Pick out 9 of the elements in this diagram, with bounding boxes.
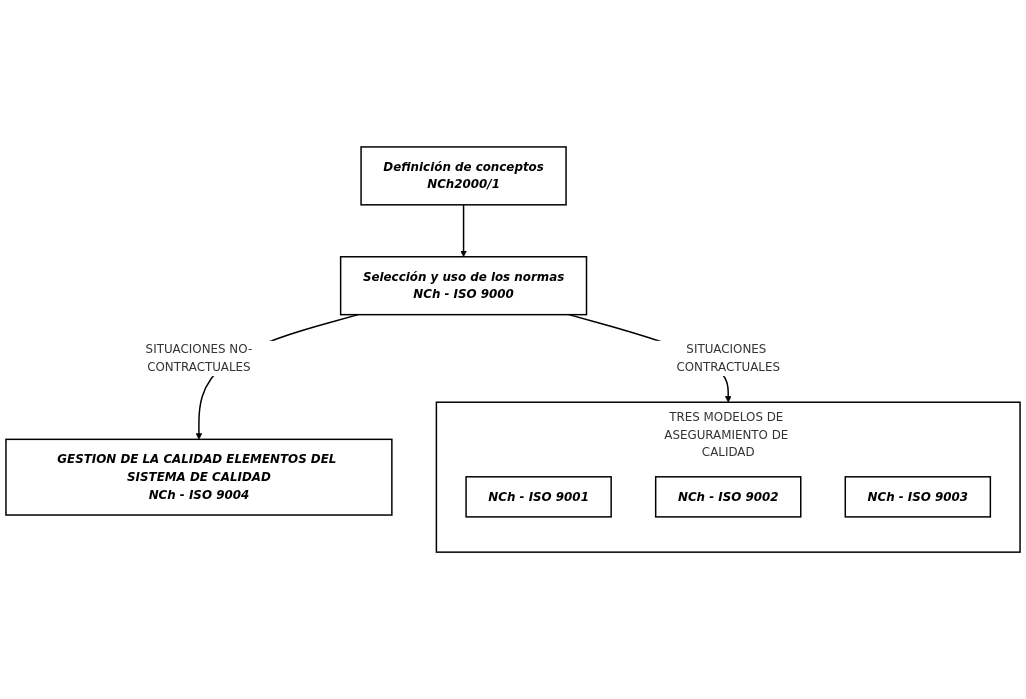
node-box: NCh - ISO 9001 <box>465 476 612 518</box>
node-box: Definición de conceptos NCh2000/1 <box>360 146 567 206</box>
node-box: GESTION DE LA CALIDAD ELEMENTOS DEL SISTEMA DE CALIDAD NCh - ISO 9004 <box>5 438 393 516</box>
arrow <box>460 204 467 257</box>
node-box: Selección y uso de los normas NCh - ISO 9000 <box>339 256 588 316</box>
edge-label: SITUACIONES CONTRACTUALES <box>676 342 780 374</box>
edge-label: SITUACIONES NO-CONTRACTUALES <box>145 342 253 374</box>
node-box: NCh - ISO 9002 <box>654 476 802 518</box>
node-box: NCh - ISO 9003 <box>844 476 992 518</box>
